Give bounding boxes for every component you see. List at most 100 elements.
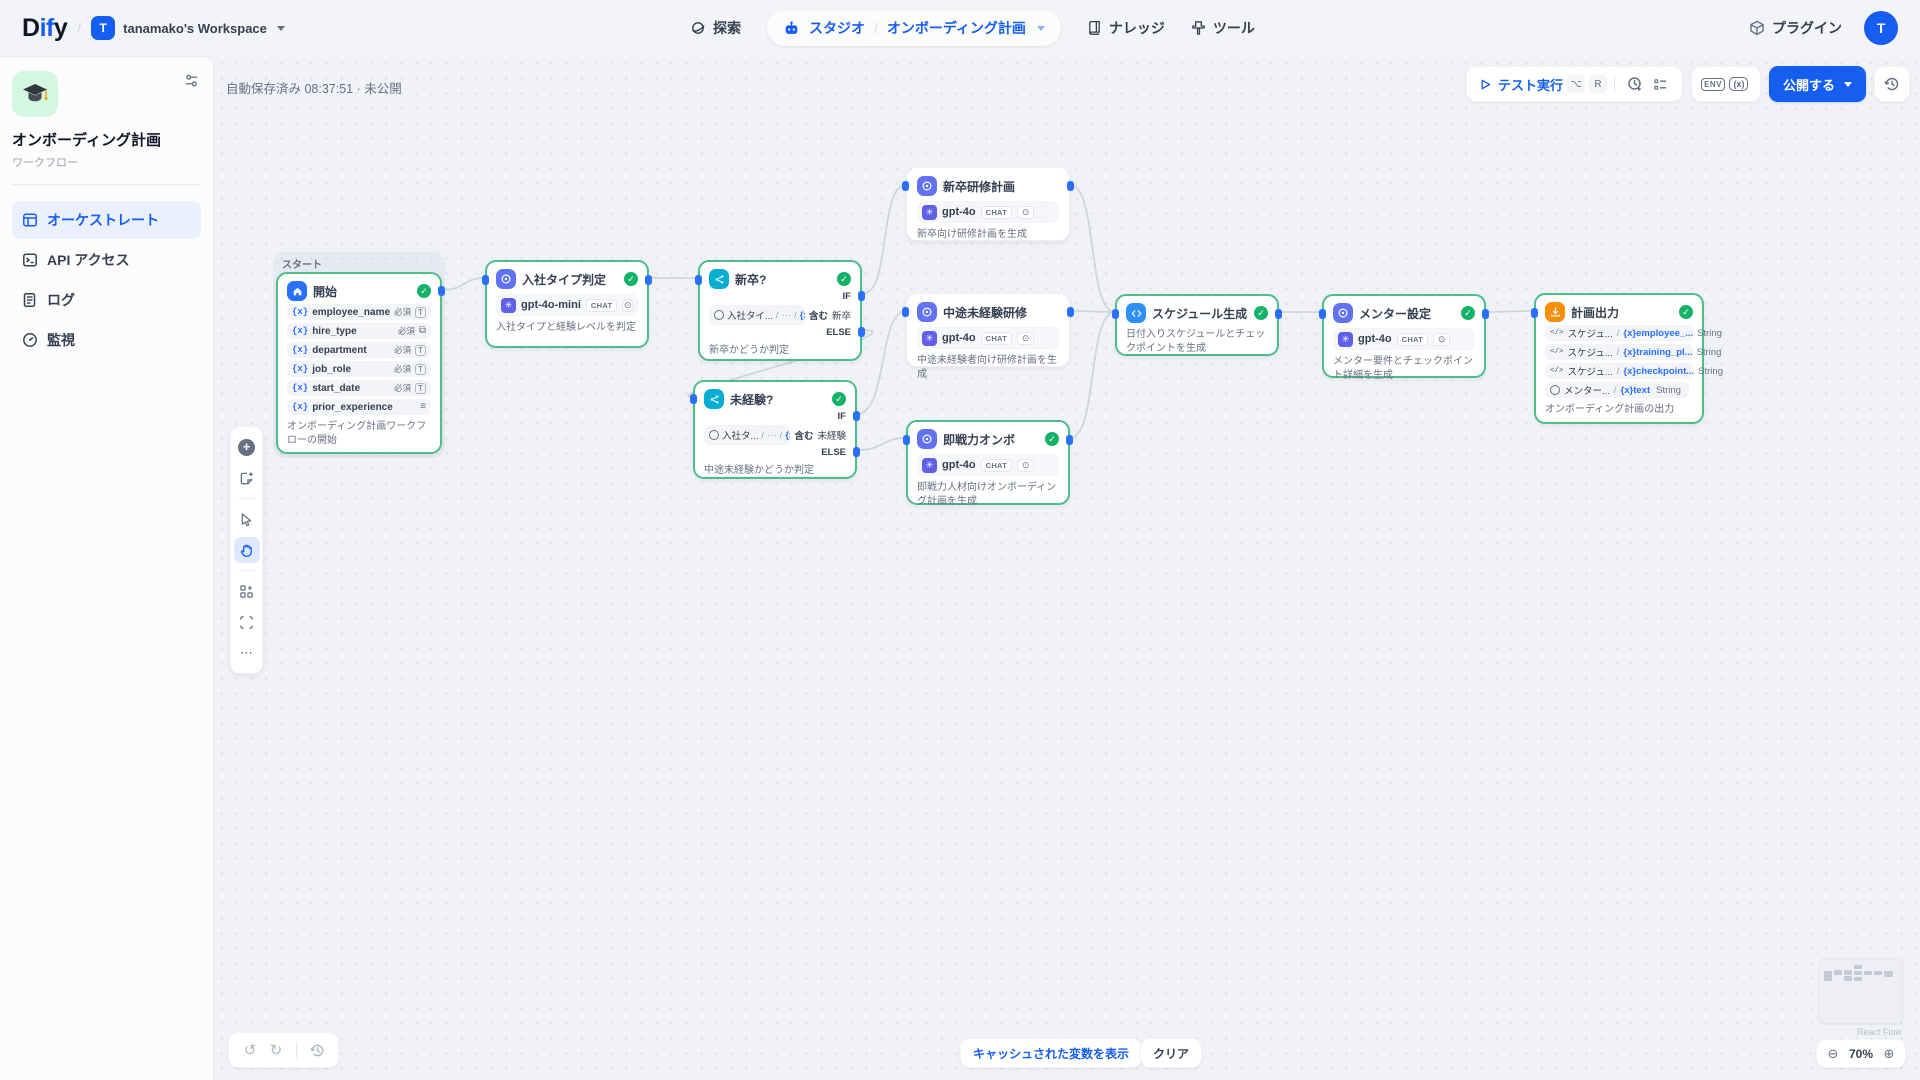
nav-knowledge[interactable]: ナレッジ [1087,18,1165,38]
variables-inspector-button[interactable]: (x) [1726,71,1752,97]
zoom-out-icon[interactable]: ⊖ [1827,1045,1839,1061]
input-handle[interactable] [902,181,909,191]
minimap[interactable] [1819,958,1903,1024]
hand-mode-button[interactable] [233,537,260,563]
undo-button[interactable]: ↺ [243,1042,257,1059]
node-new-grad-plan[interactable]: 新卒研修計画 ✳ gpt-4o CHAT ⊙ 新卒向け研修計画を生成 [902,167,1074,241]
redo-button[interactable]: ↻ [269,1042,283,1059]
add-node-button[interactable]: + [234,434,260,460]
nav-tools[interactable]: ツール [1191,18,1255,38]
sliders-icon [185,74,198,87]
change-history-button[interactable] [304,1037,330,1063]
start-variable-row[interactable]: {x}prior_experience≡ [287,399,431,415]
else-output-handle[interactable] [853,447,860,457]
input-handle[interactable] [902,307,909,317]
model-selector[interactable]: ✳ gpt-4o CHAT ⊙ [917,327,1059,349]
output-handle[interactable] [1067,181,1074,191]
sidebar-item-monitoring[interactable]: 監視 [12,321,201,359]
output-handle[interactable] [1482,309,1489,319]
nav-explore[interactable]: 探索 [690,18,741,38]
node-title: 新卒研修計画 [943,179,1016,194]
model-selector[interactable]: ✳ gpt-4o CHAT ⊙ [917,201,1059,223]
if-output-handle[interactable] [853,411,860,421]
output-handle[interactable] [1067,307,1074,317]
sidebar-item-orchestrate[interactable]: オーケストレート [12,201,201,239]
code-ref-icon: </> [1550,367,1564,375]
plus-circle-icon: + [238,438,255,456]
input-handle[interactable] [1112,309,1119,319]
organize-blocks-button[interactable] [234,578,260,604]
user-avatar[interactable]: T [1864,11,1898,45]
output-variable-row[interactable]: </>スケジュ.../{x}training_pl...String [1545,344,1721,360]
sidebar-item-logs[interactable]: ログ [12,281,201,319]
clear-button[interactable]: クリア [1140,1038,1203,1068]
node-mentor[interactable]: メンター設定 ✓ ✳ gpt-4o CHAT ⊙ メンター要件とチェックポイント… [1319,294,1489,381]
input-handle[interactable] [690,394,697,404]
env-variables-button[interactable]: ENV [1700,71,1726,97]
pointer-mode-button[interactable] [234,506,260,532]
output-handle[interactable] [438,286,445,296]
app-title: オンボーディング計画 [12,132,161,149]
workspace-selector[interactable]: T tanamako's Workspace [91,16,285,40]
if-output-handle[interactable] [858,291,865,301]
fit-view-button[interactable] [234,609,260,635]
select-icon: ⧉ [418,324,426,336]
output-handle[interactable] [645,275,652,285]
chevron-down-icon [1036,25,1045,31]
model-selector[interactable]: ✳ gpt-4o CHAT ⊙ [1333,328,1475,350]
zoom-in-icon[interactable]: ⊕ [1883,1045,1895,1061]
sidebar-item-api-access[interactable]: API アクセス [12,241,201,279]
input-handle[interactable] [1319,309,1326,319]
eye-icon[interactable]: ⊙ [1433,332,1451,346]
input-handle[interactable] [1531,308,1538,318]
input-handle[interactable] [695,275,702,285]
condition-row[interactable]: 入社タイ... / ··· / {x}t... 含む 新卒 [709,305,851,325]
eye-icon[interactable]: ⊙ [1017,331,1035,345]
run-history-button[interactable] [1622,71,1648,97]
checklist-button[interactable] [1648,71,1674,97]
model-selector[interactable]: ✳ gpt-4o-mini CHAT ⊙ [496,294,638,316]
eye-icon[interactable]: ⊙ [622,298,633,312]
output-handle[interactable] [1275,309,1282,319]
node-classify[interactable]: 入社タイプ判定 ✓ ✳ gpt-4o-mini CHAT ⊙ 入社タイプと経験レ… [482,260,652,348]
nav-studio[interactable]: スタジオ / オンボーディング計画 [767,10,1061,46]
nav-plugins[interactable]: プラグイン [1749,18,1842,38]
output-variable-row[interactable]: </>スケジュ.../{x}employee_...String [1545,325,1722,341]
zoom-level[interactable]: 70% [1848,1046,1873,1061]
workflow-canvas[interactable]: 自動保存済み 08:37:51 · 未公開 スタート 開始 ✓ {x}emplo… [214,56,1920,1080]
more-options-button[interactable]: ⋯ [240,645,253,660]
eye-icon[interactable]: ⊙ [1017,205,1035,219]
app-settings-button[interactable] [182,71,201,95]
model-selector[interactable]: ✳ gpt-4o CHAT ⊙ [917,454,1059,476]
node-if-inexperienced[interactable]: 未経験? ✓ IF 入社タ... / ··· / {x}t... 含む 未経験 … [690,380,860,479]
input-handle[interactable] [903,435,910,445]
node-experienced-plan[interactable]: 即戦力オンボ ✓ ✳ gpt-4o CHAT ⊙ 即戦力人材向けオンボーディング… [903,420,1073,507]
node-schedule[interactable]: スケジュール生成 ✓ 日付入りスケジュールとチェックポイントを生成 [1112,294,1282,356]
eye-icon[interactable]: ⊙ [1017,458,1035,472]
note-plus-icon [240,471,253,484]
show-cached-variables-button[interactable]: キャッシュされた変数を表示 [960,1038,1143,1068]
test-run-button[interactable]: テスト実行 [1475,75,1567,94]
node-output[interactable]: 計画出力 ✓ </>スケジュ.../{x}employee_...String … [1531,293,1723,424]
condition-row[interactable]: 入社タ... / ··· / {x}t... 含む 未経験 [704,425,846,445]
output-variable-row[interactable]: </>スケジュ.../{x}checkpoint...String [1545,363,1723,379]
node-midcareer-plan[interactable]: 中途未経験研修 ✳ gpt-4o CHAT ⊙ 中途未経験者向け研修計画を生成 [902,293,1074,380]
else-output-handle[interactable] [858,327,865,337]
publish-button[interactable]: 公開する [1768,66,1866,102]
node-if-new-grad[interactable]: 新卒? ✓ IF 入社タイ... / ··· / {x}t... 含む 新卒 E… [695,260,865,361]
input-handle[interactable] [482,275,489,285]
current-app-breadcrumb[interactable]: オンボーディング計画 [886,20,1026,36]
add-note-button[interactable] [234,465,260,491]
output-handle[interactable] [1066,435,1073,445]
version-history-button[interactable] [1874,66,1910,102]
home-icon [287,281,307,301]
success-check-icon: ✓ [417,284,431,298]
text-input-icon: T [415,344,426,356]
